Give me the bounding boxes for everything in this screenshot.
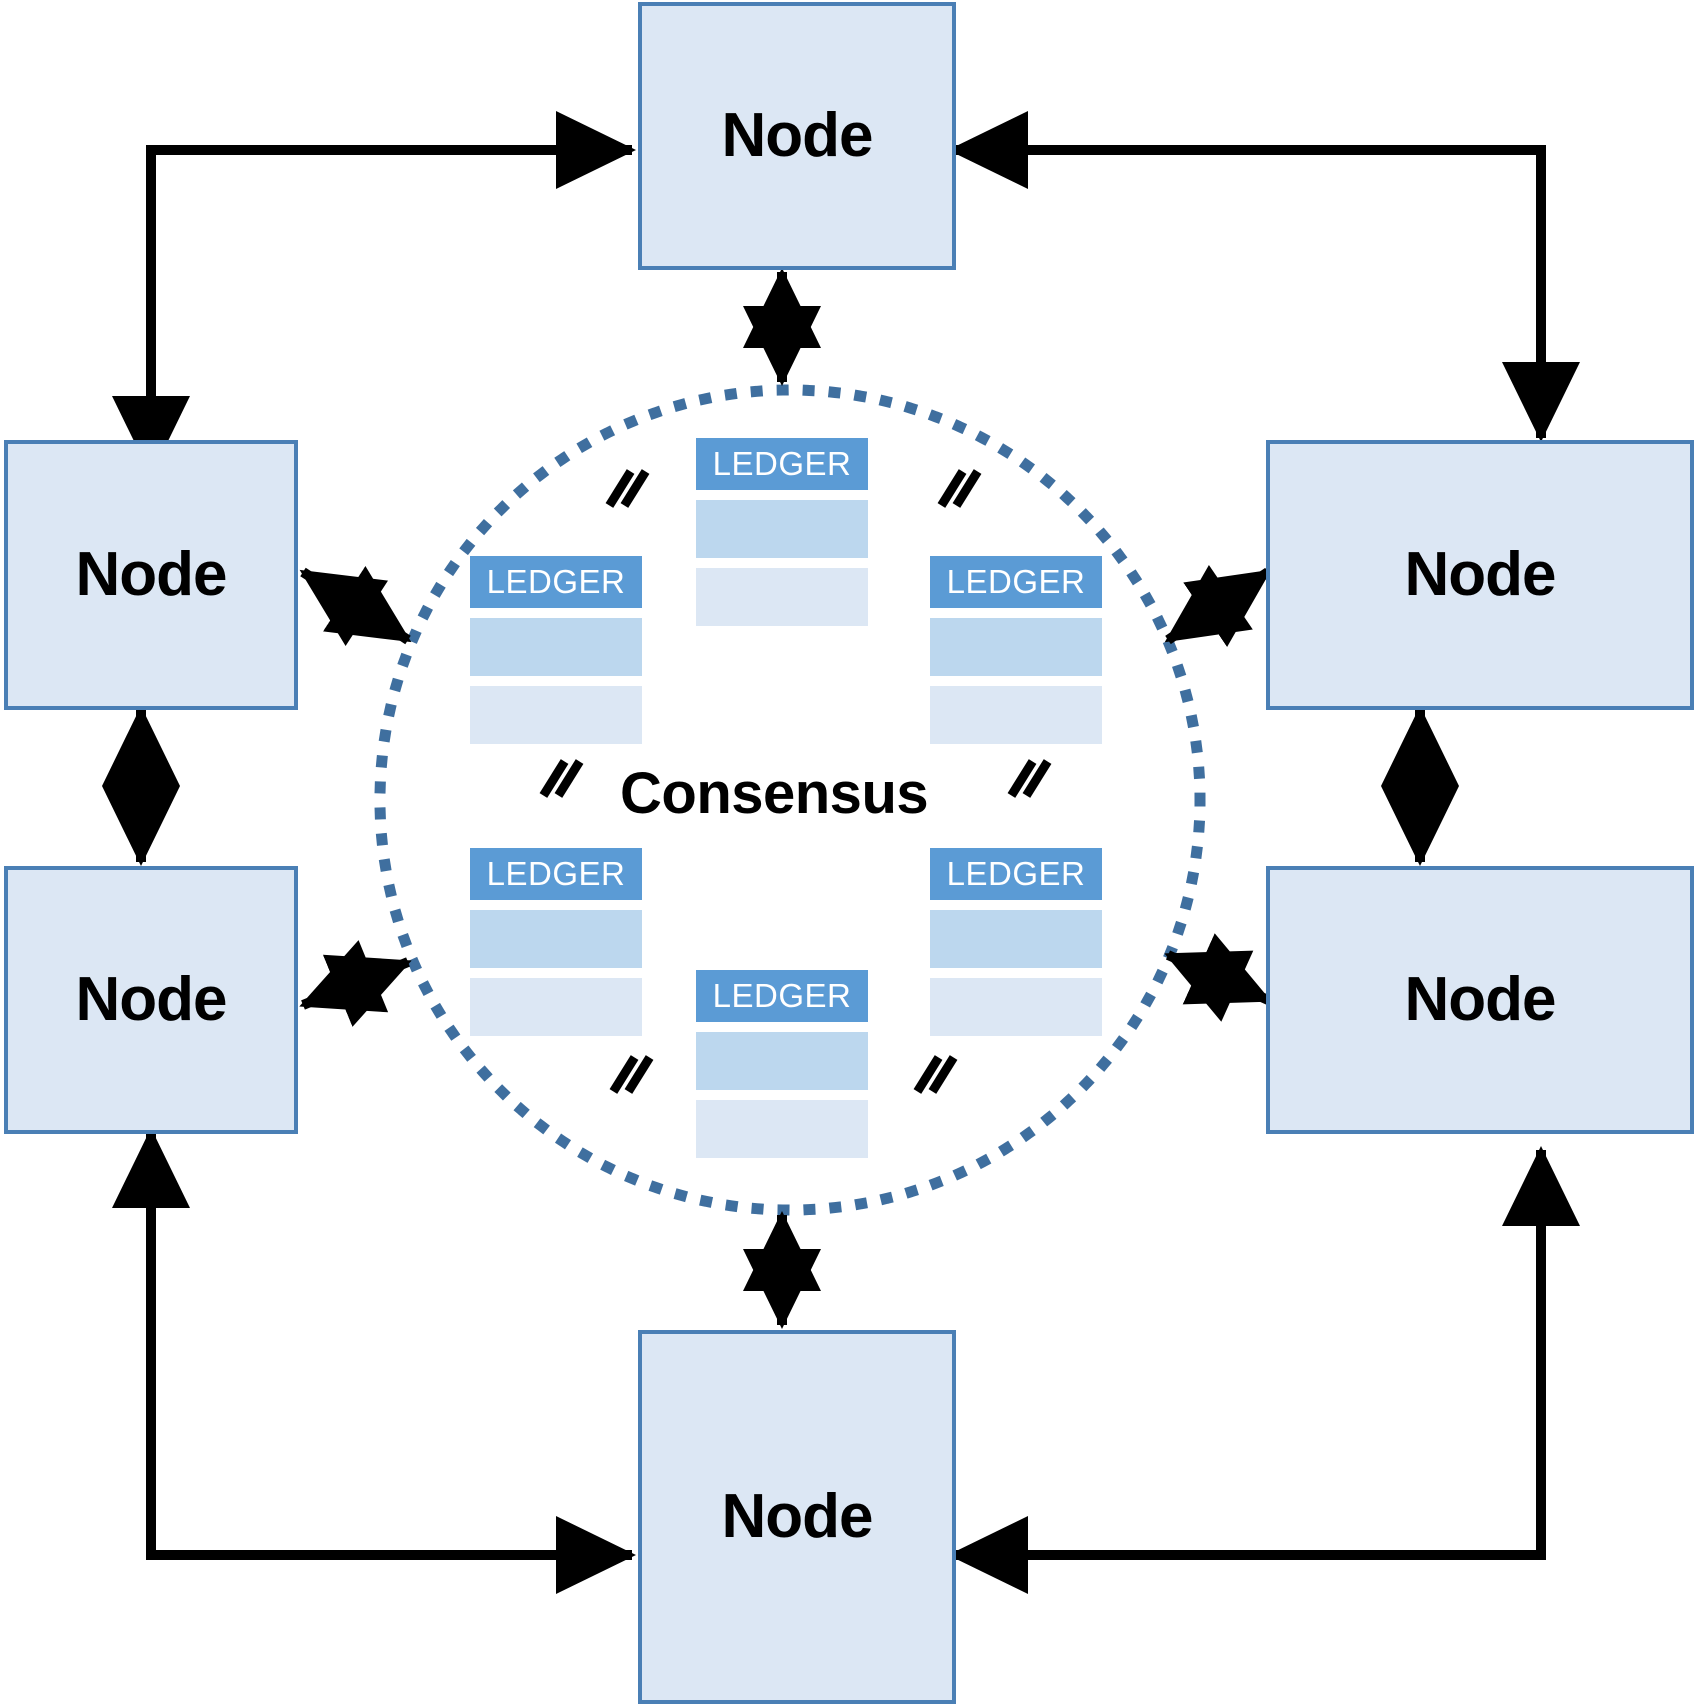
ledger-right-upper-row-2	[930, 686, 1102, 744]
node-right-lower-label: Node	[1404, 965, 1557, 1034]
equals-top-right-icon	[932, 469, 982, 518]
equals-mid-right-icon	[1002, 759, 1052, 808]
conn-right-lower-to-center	[1164, 933, 1272, 1022]
ledger-top-header: LEDGER	[696, 438, 868, 490]
conn-left-to-top	[112, 111, 637, 477]
ledger-right-lower-row-1	[930, 910, 1102, 968]
ledger-right-lower-header: LEDGER	[930, 848, 1102, 900]
node-left-lower-label: Node	[75, 965, 228, 1034]
ledger-left-lower[interactable]: LEDGER	[470, 848, 642, 1036]
ledger-bottom[interactable]: LEDGER	[696, 970, 868, 1158]
ledger-left-upper-header: LEDGER	[470, 556, 642, 608]
ledger-right-upper[interactable]: LEDGER	[930, 556, 1102, 744]
node-right-lower[interactable]: Node	[1266, 866, 1694, 1134]
consensus-label: Consensus	[620, 761, 929, 826]
conn-left-lower-to-center	[299, 940, 412, 1027]
ledger-bottom-header: LEDGER	[696, 970, 868, 1022]
node-left-upper[interactable]: Node	[4, 440, 298, 710]
conn-left-to-bottom	[112, 1127, 637, 1594]
conn-right-upper-to-center	[1164, 565, 1272, 647]
ledger-left-upper-row-1	[470, 618, 642, 676]
node-top[interactable]: Node	[638, 2, 956, 270]
ledger-top-row-1	[696, 500, 868, 558]
ledger-left-lower-header: LEDGER	[470, 848, 642, 900]
conn-right-to-top	[947, 111, 1580, 443]
conn-left-upper-to-center	[299, 565, 412, 647]
node-bottom[interactable]: Node	[638, 1330, 956, 1704]
equals-mid-left-icon	[534, 759, 584, 808]
conn-right-to-bottom	[947, 1145, 1580, 1594]
ledger-left-upper[interactable]: LEDGER	[470, 556, 642, 744]
node-left-lower[interactable]: Node	[4, 866, 298, 1134]
ledger-right-lower[interactable]: LEDGER	[930, 848, 1102, 1036]
ledger-left-upper-row-2	[470, 686, 642, 744]
node-top-label: Node	[721, 101, 874, 170]
ledger-bottom-row-1	[696, 1032, 868, 1090]
ledger-top[interactable]: LEDGER	[696, 438, 868, 626]
node-right-upper[interactable]: Node	[1266, 440, 1694, 710]
equals-top-left-icon	[600, 469, 650, 518]
ledger-left-lower-row-2	[470, 978, 642, 1036]
node-right-upper-label: Node	[1404, 540, 1557, 609]
node-left-upper-label: Node	[75, 540, 228, 609]
ledger-right-upper-row-1	[930, 618, 1102, 676]
equals-bottom-left-icon	[604, 1055, 654, 1104]
ledger-left-lower-row-1	[470, 910, 642, 968]
ledger-top-row-2	[696, 568, 868, 626]
equals-bottom-right-icon	[908, 1055, 958, 1104]
ledger-right-upper-header: LEDGER	[930, 556, 1102, 608]
ledger-bottom-row-2	[696, 1100, 868, 1158]
ledger-right-lower-row-2	[930, 978, 1102, 1036]
node-bottom-label: Node	[721, 1482, 874, 1551]
